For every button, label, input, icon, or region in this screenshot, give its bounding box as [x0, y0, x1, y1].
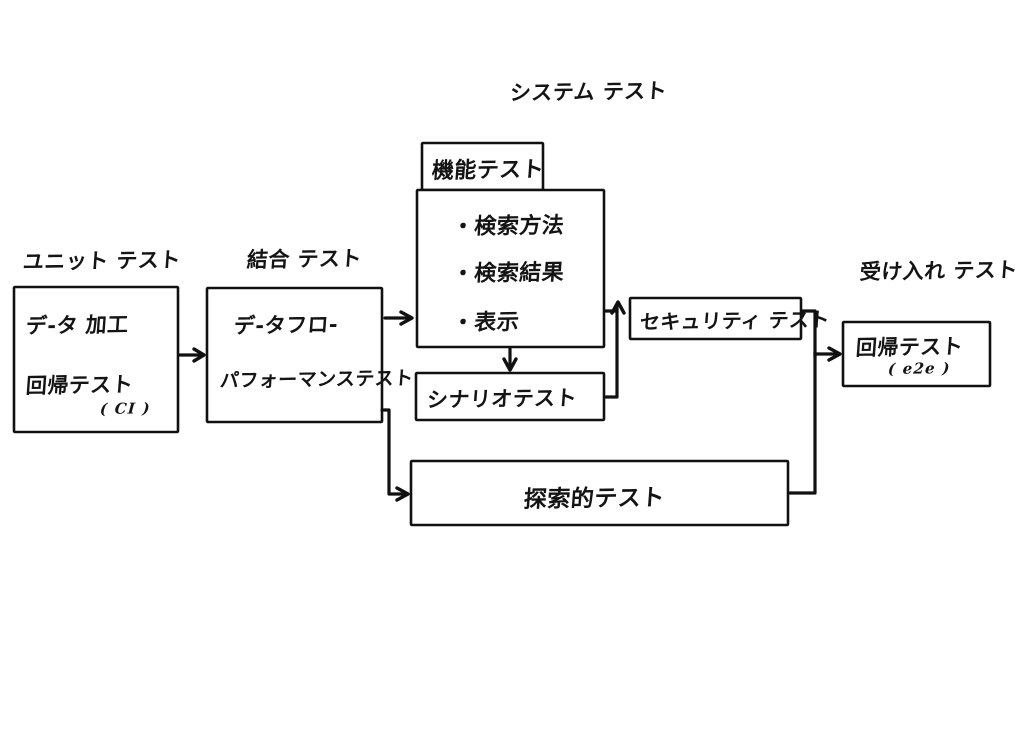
unit-test-note-ci: ( CI ) — [99, 399, 152, 418]
connector-scenario-to-security — [604, 308, 619, 399]
arrow-merge-to-acceptance — [827, 346, 842, 362]
acceptance-test-note-e2e: ( e2e ) — [887, 359, 952, 378]
exploratory-test-box — [409, 459, 790, 527]
integration-test-line-2: パフォーマンステスト — [219, 367, 415, 392]
integration-test-box — [205, 286, 384, 424]
arrow-functional-to-scenario — [502, 357, 518, 372]
stage-label-system-test: システム テスト — [509, 78, 669, 105]
scenario-test-label: シナリオテスト — [426, 385, 578, 412]
stage-label-acceptance-test: 受け入れ テスト — [859, 257, 1019, 284]
security-test-box — [628, 296, 803, 341]
unit-test-box — [12, 285, 180, 434]
exploratory-test-label: 探索的テスト — [522, 485, 666, 513]
arrow-integration-to-exploratory — [395, 486, 410, 502]
acceptance-test-label: 回帰テスト — [855, 334, 965, 360]
arrow-integration-to-functional — [399, 310, 414, 326]
functional-test-item-3: ・表示 — [450, 310, 521, 336]
connector-exploratory-to-acceptance — [788, 350, 817, 495]
arrow-merge-to-security — [610, 300, 626, 315]
functional-test-item-2: ・検索結果 — [450, 260, 566, 287]
acceptance-test-box — [841, 320, 992, 388]
scenario-test-box — [414, 371, 606, 422]
stage-label-unit-test: ユニット テスト — [22, 247, 182, 274]
stage-label-integration-test: 結合 テスト — [246, 246, 363, 272]
functional-test-item-1: ・検索方法 — [450, 213, 566, 240]
integration-test-line-1: デ-タフロ- — [233, 312, 339, 338]
connector-integration-to-exploratory — [380, 408, 406, 496]
arrow-unit-to-integration — [192, 347, 206, 363]
functional-test-tab-label: 機能テスト — [430, 157, 546, 184]
security-test-label: セキュリティ テスト — [639, 307, 831, 334]
unit-test-line-2: 回帰テスト — [25, 372, 135, 398]
connector-security-to-acceptance — [801, 309, 817, 359]
unit-test-line-1: デ-タ 加工 — [25, 312, 130, 338]
functional-test-box — [415, 188, 606, 349]
